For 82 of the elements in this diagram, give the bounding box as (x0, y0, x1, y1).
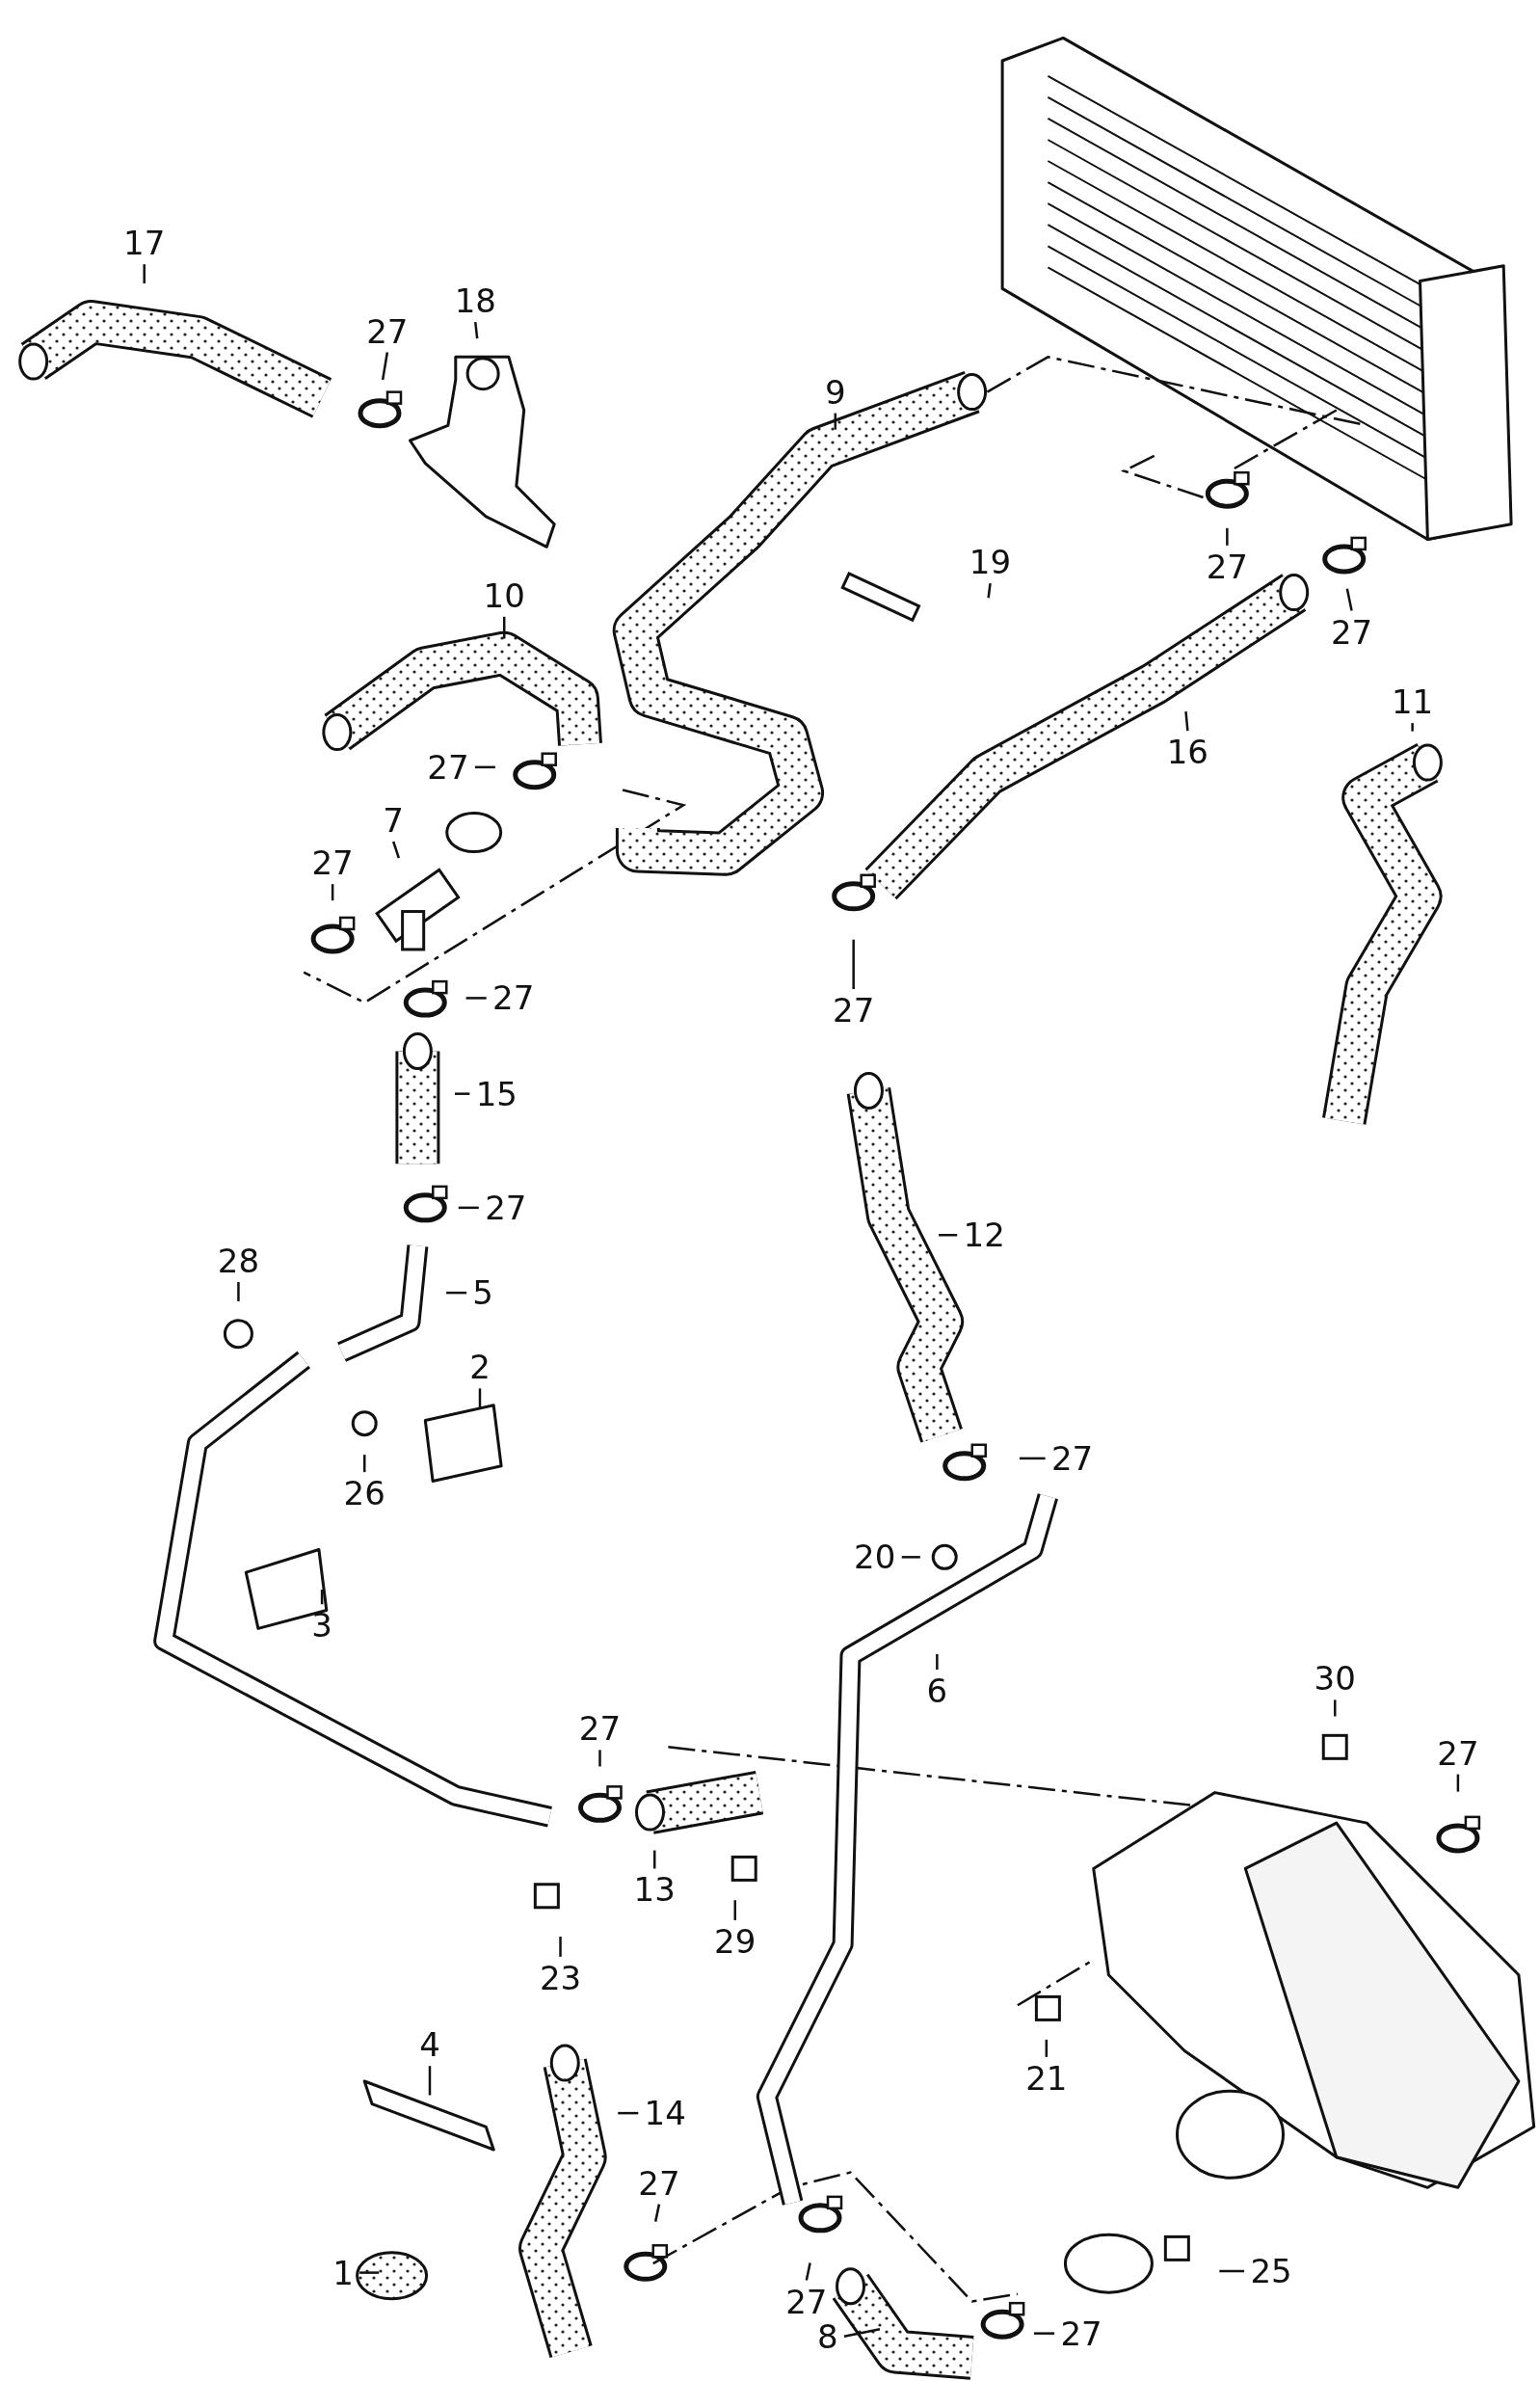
leader-line (458, 1206, 479, 1210)
callout-number: 27 (1051, 1439, 1094, 1477)
callout-number: 27 (1437, 1734, 1479, 1772)
leader-line (618, 2111, 639, 2115)
callout-number: 20 (854, 1538, 896, 1576)
leader-line (939, 1234, 958, 1237)
callout-number: 27 (485, 1189, 527, 1226)
leader-line (331, 884, 334, 901)
leader-line (834, 413, 836, 430)
leader-line (446, 1291, 467, 1295)
callout-number: 9 (824, 373, 846, 411)
callout-number: 27 (638, 2164, 680, 2202)
callout-number: 25 (1250, 2253, 1292, 2289)
callout-number: 27 (311, 844, 354, 882)
callout-number: 13 (633, 1871, 676, 1909)
leader-line (843, 2328, 881, 2338)
leader-line (852, 939, 855, 989)
leader-line (805, 2262, 811, 2281)
callout-number: 1 (332, 2254, 354, 2291)
callout-number: 7 (383, 802, 404, 839)
leader-line (320, 1590, 324, 1605)
callout-number: 12 (963, 1217, 1005, 1254)
callout-number: 27 (1206, 548, 1248, 585)
leader-line (1345, 588, 1353, 611)
callout-number: 11 (1392, 683, 1434, 721)
leader-line (359, 2271, 380, 2274)
leader-line (455, 1092, 470, 1095)
leader-line (1184, 711, 1189, 732)
callout-number: 23 (539, 1959, 582, 1996)
callout-number: 26 (343, 1475, 385, 1512)
callout-number: 27 (492, 979, 535, 1017)
callout-number: 30 (1314, 1660, 1356, 1698)
leader-line (559, 1937, 562, 1957)
callout-number: 27 (366, 312, 409, 350)
callout-number: 21 (1025, 2059, 1068, 2097)
callout-number: 5 (472, 1274, 493, 1312)
callout-number: 19 (969, 544, 1012, 581)
leader-line (653, 1850, 656, 1869)
leader-line (653, 2204, 661, 2222)
leader-line (502, 616, 506, 639)
callout-number: 3 (311, 1607, 332, 1645)
leader-line (901, 1556, 920, 1559)
leader-line (936, 1653, 939, 1670)
callout-number: 2 (469, 1349, 491, 1386)
callout-number: 4 (419, 2026, 440, 2064)
callout-number: 17 (123, 225, 166, 262)
leader-line (474, 321, 479, 339)
callout-number: 6 (926, 1672, 948, 1709)
callout-number: 27 (427, 748, 469, 786)
leader-line (237, 1282, 240, 1301)
leader-line (1334, 1699, 1337, 1717)
leader-line (987, 582, 992, 599)
callout-number: 16 (1166, 734, 1208, 771)
leader-line (143, 264, 146, 284)
leader-line (474, 765, 495, 769)
leader-line (733, 1900, 736, 1921)
callout-number: 27 (1330, 613, 1373, 651)
leader-line (478, 1388, 482, 1408)
leader-line (1045, 2039, 1049, 2057)
callout-number: 15 (475, 1075, 518, 1112)
callout-number: 28 (217, 1243, 260, 1279)
callout-number: 14 (644, 2095, 686, 2132)
callout-number: 10 (483, 576, 525, 614)
leader-line (1226, 527, 1229, 546)
leader-line (598, 1750, 601, 1767)
leader-line (1019, 1457, 1046, 1460)
callout-number: 8 (817, 2317, 838, 2355)
callout-number: 27 (578, 1710, 622, 1748)
callout-number: 29 (714, 1923, 757, 1961)
callout-number: 27 (785, 2283, 828, 2320)
leader-line (1219, 2269, 1245, 2273)
leader-line (428, 2066, 432, 2096)
leader-line (362, 1455, 366, 1473)
leader-line (1456, 1774, 1460, 1792)
callout-number: 18 (454, 282, 496, 320)
leader-line (1411, 723, 1414, 732)
callout-number: 27 (1060, 2314, 1102, 2352)
leader-line (381, 352, 389, 381)
leader-line (1034, 2332, 1055, 2335)
callout-number: 27 (833, 992, 875, 1029)
leader-line (465, 997, 487, 1000)
leader-line (392, 841, 401, 859)
